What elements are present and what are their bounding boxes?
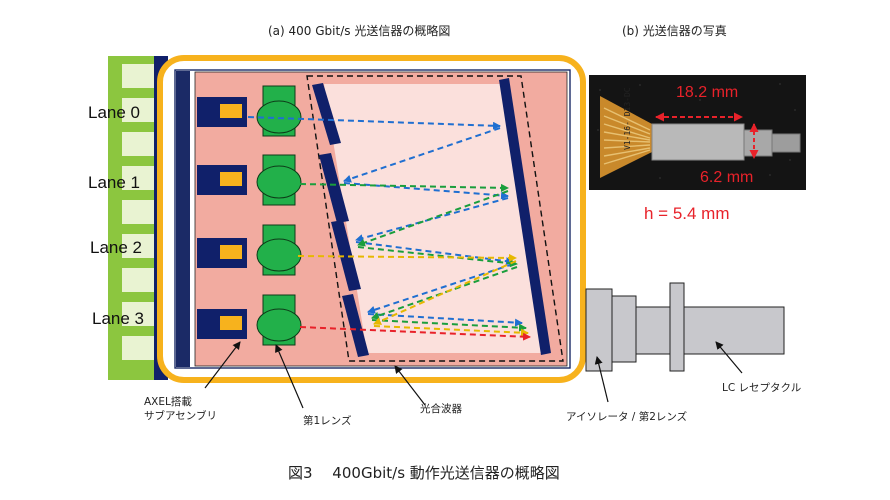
- axel-subassembly-lane-0: [197, 97, 247, 127]
- callout-axel-line2: サブアセンブリ: [144, 409, 217, 422]
- callout-combiner: 光合波器: [420, 402, 462, 415]
- callout-axel-line1: AXEL搭載: [144, 395, 192, 408]
- lc-receptacle: [635, 282, 785, 372]
- combiner-dashed-outline: [306, 75, 564, 362]
- lens-lane-3: [256, 294, 302, 346]
- lane-2-label: Lane 2: [90, 238, 142, 257]
- figure-caption: 図3 400Gbit/s 動作光送信器の概略図: [288, 464, 560, 482]
- lane-0-label: Lane 0: [88, 103, 140, 122]
- lens-lane-0: [256, 85, 302, 137]
- callout-isolator: アイソレータ / 第2レンズ: [566, 410, 687, 423]
- metal-body: [651, 123, 745, 161]
- callout-lens1: 第1レンズ: [303, 414, 351, 427]
- lens-lane-2: [256, 224, 302, 276]
- combiner-right-mirror: [499, 78, 551, 355]
- navy-wall: [176, 71, 190, 367]
- height-label: h = 5.4 mm: [644, 204, 730, 223]
- beam-paths: [247, 116, 531, 341]
- length-label: 18.2 mm: [676, 84, 738, 101]
- callout-receptacle: LC レセプタクル: [722, 382, 801, 394]
- flex-cable: [600, 96, 652, 178]
- lens-lane-1: [256, 154, 302, 206]
- pcb-pads: [122, 64, 154, 360]
- callout-arrows: [204, 341, 743, 409]
- lane-1-label: Lane 1: [88, 173, 140, 192]
- chip-marking: V1-16- D13-DC: [623, 87, 632, 150]
- width-label: 6.2 mm: [700, 169, 753, 186]
- lane-3-label: Lane 3: [92, 309, 144, 328]
- panel-b-title: (b) 光送信器の写真: [622, 23, 727, 38]
- panel-a-title: (a) 400 Gbit/s 光送信器の概略図: [268, 23, 450, 38]
- isolator-second-lens: [585, 288, 637, 372]
- axel-subassembly-lane-3: [197, 309, 247, 339]
- axel-subassembly-lane-1: [197, 165, 247, 195]
- combiner-left-filters: [312, 83, 369, 357]
- device-photo: V1-16- D13-DC: [589, 75, 806, 190]
- axel-subassembly-lane-2: [197, 238, 247, 268]
